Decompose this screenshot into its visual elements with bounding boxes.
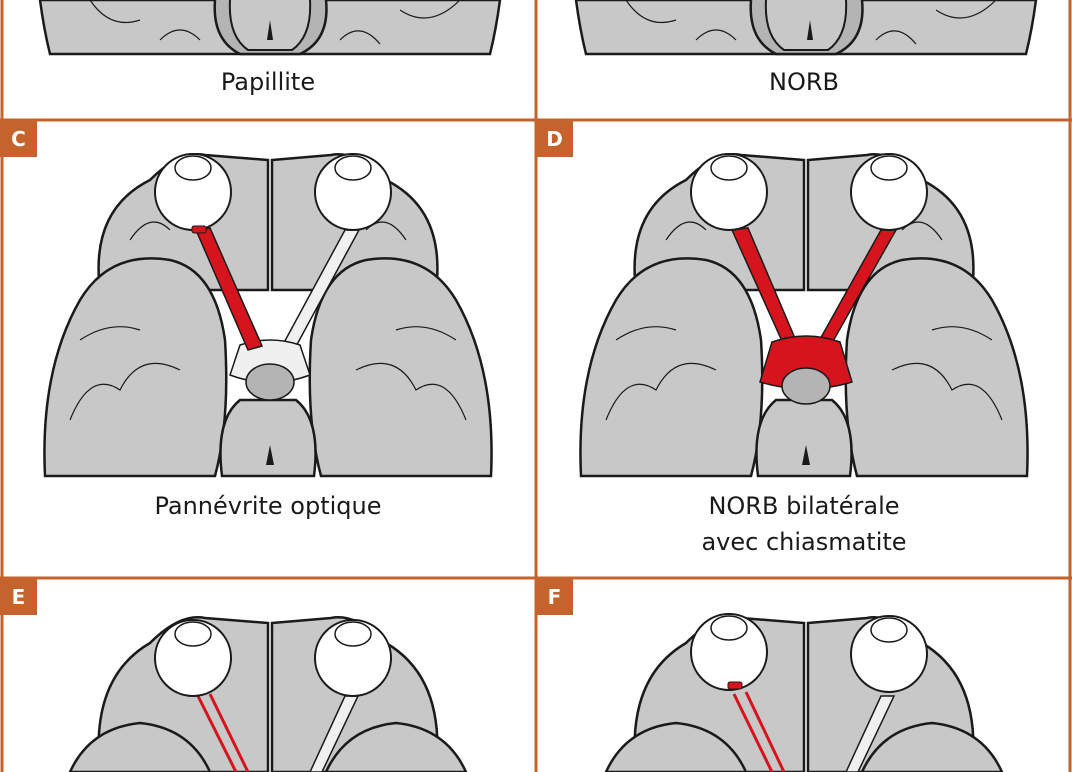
caption-line: NORB <box>769 68 839 96</box>
brain-illustration-a <box>38 0 502 56</box>
caption-line: NORB bilatérale <box>708 492 900 520</box>
caption-line: Papillite <box>220 68 316 96</box>
brain-illustration-c <box>43 153 493 478</box>
panel-badge-e: E <box>0 578 37 615</box>
caption-a: Papillite <box>0 64 536 100</box>
panel-badge-c: C <box>0 120 37 157</box>
panel-c: C Pannévrite optique <box>0 120 536 578</box>
panel-a: Papillite <box>0 0 536 120</box>
caption-line: Pannévrite optique <box>154 492 382 520</box>
panel-f: F <box>536 578 1072 772</box>
panel-e: E <box>0 578 536 772</box>
panel-badge-f: F <box>536 578 573 615</box>
panel-badge-d: D <box>536 120 573 157</box>
brain-illustration-d <box>579 153 1029 478</box>
caption-c: Pannévrite optique <box>0 488 536 524</box>
brain-illustration-e <box>68 616 468 772</box>
caption-d: NORB bilatérale avec chiasmatite <box>536 488 1072 560</box>
panel-d: D NORB bilatérale avec chiasmatite <box>536 120 1072 578</box>
panel-b: NORB <box>536 0 1072 120</box>
caption-b: NORB <box>536 64 1072 100</box>
brain-illustration-b <box>574 0 1038 56</box>
brain-illustration-f <box>604 613 1004 772</box>
caption-line: avec chiasmatite <box>701 528 907 556</box>
